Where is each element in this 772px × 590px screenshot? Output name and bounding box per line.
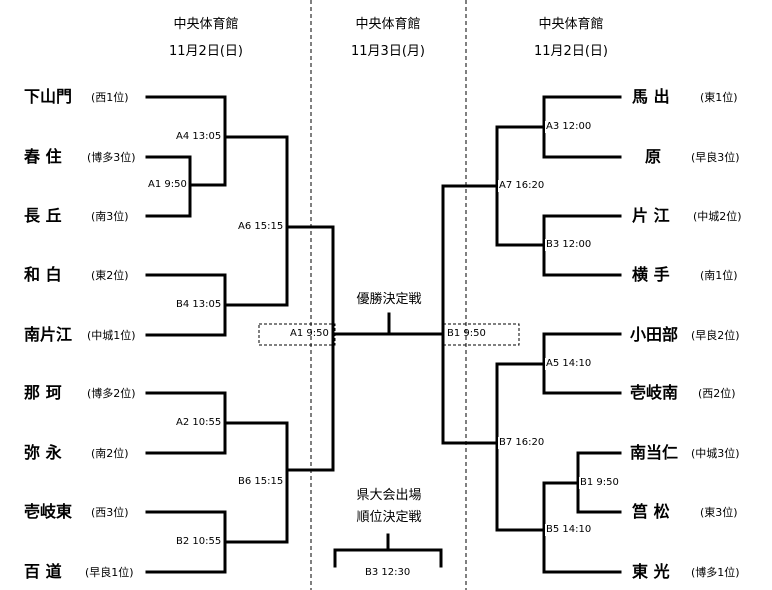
match-label-a7: A7 16:20 xyxy=(498,180,546,192)
right-team-name: 南当仁 xyxy=(630,443,679,462)
final-title: 優勝決定戦 xyxy=(356,292,422,307)
left-team-seed: (西3位) xyxy=(91,506,129,519)
final-box-left xyxy=(258,323,336,346)
right-team-name: 馬 出 xyxy=(632,87,670,106)
left-team-name: 長 丘 xyxy=(24,206,62,225)
match-label-a4: A4 13:05 xyxy=(175,131,223,143)
match-label-a6: A6 15:15 xyxy=(237,221,285,233)
header-left-venue: 中央体育館 xyxy=(173,17,239,32)
match-label-final-b: B1 9:50 xyxy=(447,328,486,339)
match-label-a5: A5 14:10 xyxy=(545,358,593,370)
left-team-name: 那 珂 xyxy=(24,383,62,402)
line-left-a6 xyxy=(285,225,335,472)
left-team-seed: (南3位) xyxy=(91,210,129,223)
left-team-name: 南片江 xyxy=(24,325,73,344)
right-team-seed: (早良3位) xyxy=(691,151,740,164)
line-right-b5 xyxy=(542,481,622,574)
match-label-b1-right: B1 9:50 xyxy=(579,477,620,489)
line-playoff xyxy=(333,548,443,568)
right-team-name: 小田部 xyxy=(630,325,679,344)
right-team-name: 片 江 xyxy=(632,206,670,225)
line-left-1 xyxy=(145,95,227,187)
left-team-seed: (博多3位) xyxy=(87,151,136,164)
right-team-seed: (中城2位) xyxy=(693,210,742,223)
line-left-a4 xyxy=(223,135,289,307)
line-left-a2 xyxy=(223,421,289,544)
right-team-name: 原 xyxy=(645,147,662,166)
line-right-a7 xyxy=(441,184,499,445)
right-team-seed: (東3位) xyxy=(700,506,738,519)
match-label-b2: B2 10:55 xyxy=(175,536,223,548)
left-team-name: 壱岐東 xyxy=(24,502,73,521)
right-team-seed: (博多1位) xyxy=(691,566,740,579)
final-box-right xyxy=(442,323,520,346)
playoff-title-line2: 順位決定戦 xyxy=(356,510,422,525)
left-team-name: 春 住 xyxy=(24,147,62,166)
playoff-title-line1: 県大会出場 xyxy=(356,488,422,503)
left-team-seed: (東2位) xyxy=(91,269,129,282)
match-label-b5: B5 14:10 xyxy=(545,524,593,536)
right-team-name: 東 光 xyxy=(632,562,670,581)
right-team-name: 壱岐南 xyxy=(630,383,679,402)
left-team-seed: (中城1位) xyxy=(87,329,136,342)
right-team-name: 横 手 xyxy=(632,265,670,284)
header-left-date: 11月2日(日) xyxy=(169,44,243,59)
right-team-seed: (東1位) xyxy=(700,91,738,104)
left-team-seed: (博多2位) xyxy=(87,387,136,400)
match-label-b3-center: B3 12:30 xyxy=(364,567,412,579)
match-label-final-a: A1 9:50 xyxy=(290,328,329,339)
match-label-a3: A3 12:00 xyxy=(545,121,593,133)
left-team-seed: (早良1位) xyxy=(85,566,134,579)
left-team-seed: (西1位) xyxy=(91,91,129,104)
left-team-name: 下山門 xyxy=(24,87,73,106)
right-team-name: 筥 松 xyxy=(632,502,670,521)
match-label-b3: B3 12:00 xyxy=(545,239,593,251)
header-center-venue: 中央体育館 xyxy=(355,17,421,32)
header-right-venue: 中央体育館 xyxy=(538,17,604,32)
match-label-a1-left: A1 9:50 xyxy=(147,179,188,191)
line-right-a5 xyxy=(495,362,546,532)
right-team-seed: (西2位) xyxy=(698,387,736,400)
match-label-a2: A2 10:55 xyxy=(175,417,223,429)
right-team-seed: (南1位) xyxy=(700,269,738,282)
left-team-seed: (南2位) xyxy=(91,447,129,460)
right-team-seed: (中城3位) xyxy=(691,447,740,460)
left-team-name: 和 白 xyxy=(24,265,62,284)
right-team-seed: (早良2位) xyxy=(691,329,740,342)
match-label-b6: B6 15:15 xyxy=(237,476,285,488)
left-team-name: 弥 永 xyxy=(24,443,62,462)
match-label-b4: B4 13:05 xyxy=(175,299,223,311)
match-label-b7: B7 16:20 xyxy=(498,437,546,449)
header-right-date: 11月2日(日) xyxy=(534,44,608,59)
header-center-date: 11月3日(月) xyxy=(351,44,425,59)
left-team-name: 百 道 xyxy=(24,562,62,581)
